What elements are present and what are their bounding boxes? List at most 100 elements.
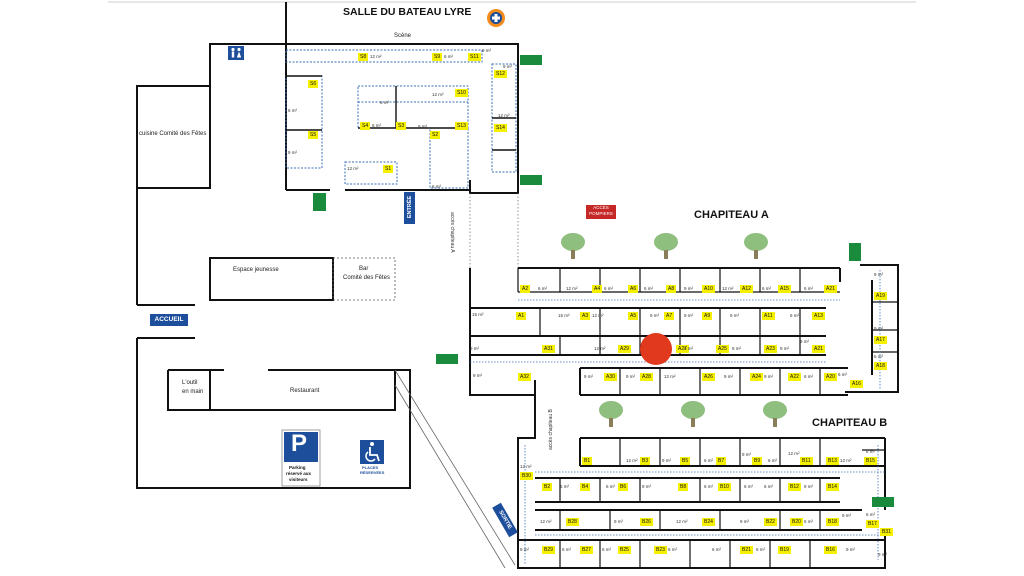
stand-b27: B27 bbox=[580, 546, 593, 554]
stand-a12-area: 12 m² bbox=[722, 286, 734, 291]
stand-a21-top-area: 6 m² bbox=[804, 286, 813, 291]
stand-s13: S13 bbox=[455, 122, 468, 130]
stand-b22-area: 9 m² bbox=[740, 519, 749, 524]
stand-a26-area: 12 m² bbox=[664, 374, 676, 379]
espace-jeunesse-label: Espace jeunesse bbox=[233, 267, 279, 273]
stand-a31: A31 bbox=[542, 345, 555, 353]
stand-a23: A23 bbox=[764, 345, 777, 353]
stand-a6: A6 bbox=[628, 285, 639, 293]
stand-b31: B31 bbox=[880, 528, 893, 536]
stand-a21: A21 bbox=[812, 345, 825, 353]
parking-text-3: visiteurs bbox=[289, 477, 308, 482]
entree-badge: ENTRÉE bbox=[404, 192, 415, 224]
outil-label: L'outil bbox=[182, 380, 198, 386]
stand-a8-area: 6 m² bbox=[644, 286, 653, 291]
stand-b19-area: 6 m² bbox=[756, 547, 765, 552]
stand-a4: A4 bbox=[592, 285, 603, 293]
stand-a30-area: 9 m² bbox=[584, 374, 593, 379]
stand-b28-area: 12 m² bbox=[540, 519, 552, 524]
stand-a4-area: 12 m² bbox=[566, 286, 578, 291]
stand-s4: S4 bbox=[360, 122, 371, 130]
stand-b12-area: 6 m² bbox=[764, 484, 773, 489]
stand-a15-area: 6 m² bbox=[762, 286, 771, 291]
stand-b10-area: 6 m² bbox=[744, 484, 753, 489]
stand-a2-area: 6 m² bbox=[538, 286, 547, 291]
emergency-exit-icon bbox=[313, 55, 894, 507]
stand-b20: B20 bbox=[790, 518, 803, 526]
stand-b14-area: 9 m² bbox=[804, 484, 813, 489]
stand-a18-area: 6 m² bbox=[874, 354, 883, 359]
stand-b5-area: 6 m² bbox=[704, 458, 713, 463]
stand-b21-area: 6 m² bbox=[712, 547, 721, 552]
cuisine-label: cuisine Comité des Fêtes bbox=[139, 131, 207, 137]
parking-text-2: réservé aux bbox=[286, 471, 312, 476]
stand-b18-area: 9 m² bbox=[842, 513, 851, 518]
stand-a22-area: 9 m² bbox=[764, 374, 773, 379]
acces-chapiteau-a-label: accès chapiteau A bbox=[449, 212, 455, 253]
stand-s3-area: 6 m² bbox=[380, 100, 389, 105]
stand-a30: A30 bbox=[604, 373, 617, 381]
tree-icon bbox=[599, 401, 787, 427]
stand-a7: A7 bbox=[664, 312, 675, 320]
stand-s8: S8 bbox=[358, 53, 369, 61]
stand-a27-area: 6 m² bbox=[684, 346, 693, 351]
stand-b5: B5 bbox=[680, 457, 691, 465]
stand-a16: A16 bbox=[850, 380, 863, 388]
stand-b8-area: 6 m² bbox=[704, 484, 713, 489]
stand-b15-area: 6 m² bbox=[866, 449, 875, 454]
stand-s1-area: 12 m² bbox=[347, 166, 359, 171]
stand-b26: B26 bbox=[640, 518, 653, 526]
stand-a21-top: A21 bbox=[824, 285, 837, 293]
stand-b30: B30 bbox=[520, 472, 533, 480]
stand-a28: A28 bbox=[640, 373, 653, 381]
accueil-badge: ACCUEIL bbox=[150, 314, 188, 326]
bar-label: Bar bbox=[359, 266, 369, 272]
stand-a19: A19 bbox=[874, 292, 887, 300]
stand-s12-area: 9 m² bbox=[503, 64, 512, 69]
stand-s8-area: 12 m² bbox=[370, 54, 382, 59]
bar-comite-label: Comité des Fêtes bbox=[343, 275, 391, 281]
location-marker-icon bbox=[640, 333, 672, 365]
chapiteau-a-title: CHAPITEAU A bbox=[694, 209, 769, 221]
stand-a11-area: 9 m² bbox=[730, 313, 739, 318]
stand-b3: B3 bbox=[640, 457, 651, 465]
stand-s12: S12 bbox=[494, 70, 507, 78]
stand-s13-area: 6 m² bbox=[432, 184, 441, 189]
stand-b30-area: 12 m² bbox=[520, 464, 532, 469]
stand-a3-area: 15 m² bbox=[558, 313, 570, 318]
stand-b8: B8 bbox=[678, 483, 689, 491]
stand-a25: A25 bbox=[716, 345, 729, 353]
stand-b11: B11 bbox=[800, 457, 813, 465]
stand-s14-area: 12 m² bbox=[498, 113, 510, 118]
stand-b16: B16 bbox=[824, 546, 837, 554]
stand-a8: A8 bbox=[666, 285, 677, 293]
stand-b2-area: 6 m² bbox=[560, 484, 569, 489]
stand-b31-area: 9 m² bbox=[878, 552, 887, 557]
stand-b19: B19 bbox=[778, 546, 791, 554]
stand-b27-area: 6 m² bbox=[562, 547, 571, 552]
parking-letter: P bbox=[291, 430, 308, 457]
stand-a31-area: 9 m² bbox=[470, 346, 479, 351]
handicap-text-1: PLACES bbox=[362, 465, 379, 470]
stand-b7-area: 9 m² bbox=[742, 452, 751, 457]
stand-b16-area: 9 m² bbox=[846, 547, 855, 552]
stand-a18: A18 bbox=[874, 362, 887, 370]
stand-s6: S6 bbox=[308, 80, 319, 88]
stand-b17-area: 6 m² bbox=[866, 512, 875, 517]
stand-b25: B25 bbox=[618, 546, 631, 554]
stand-b4: B4 bbox=[580, 483, 591, 491]
stand-b14: B14 bbox=[826, 483, 839, 491]
stand-b7: B7 bbox=[716, 457, 727, 465]
restaurant-label: Restaurant bbox=[290, 388, 320, 394]
stand-s11: S11 bbox=[468, 53, 481, 61]
hall-title: SALLE DU BATEAU LYRE bbox=[343, 6, 472, 18]
stand-a7-area: 9 m² bbox=[650, 313, 659, 318]
stand-b4-area: 6 m² bbox=[606, 484, 615, 489]
stand-b11-area: 12 m² bbox=[788, 451, 800, 456]
stand-b13-area: 12 m² bbox=[840, 458, 852, 463]
stand-b20-area: 6 m² bbox=[804, 519, 813, 524]
stand-a27: A27 bbox=[676, 345, 689, 353]
stand-a10-area: 9 m² bbox=[684, 286, 693, 291]
stand-a5: A5 bbox=[628, 312, 639, 320]
